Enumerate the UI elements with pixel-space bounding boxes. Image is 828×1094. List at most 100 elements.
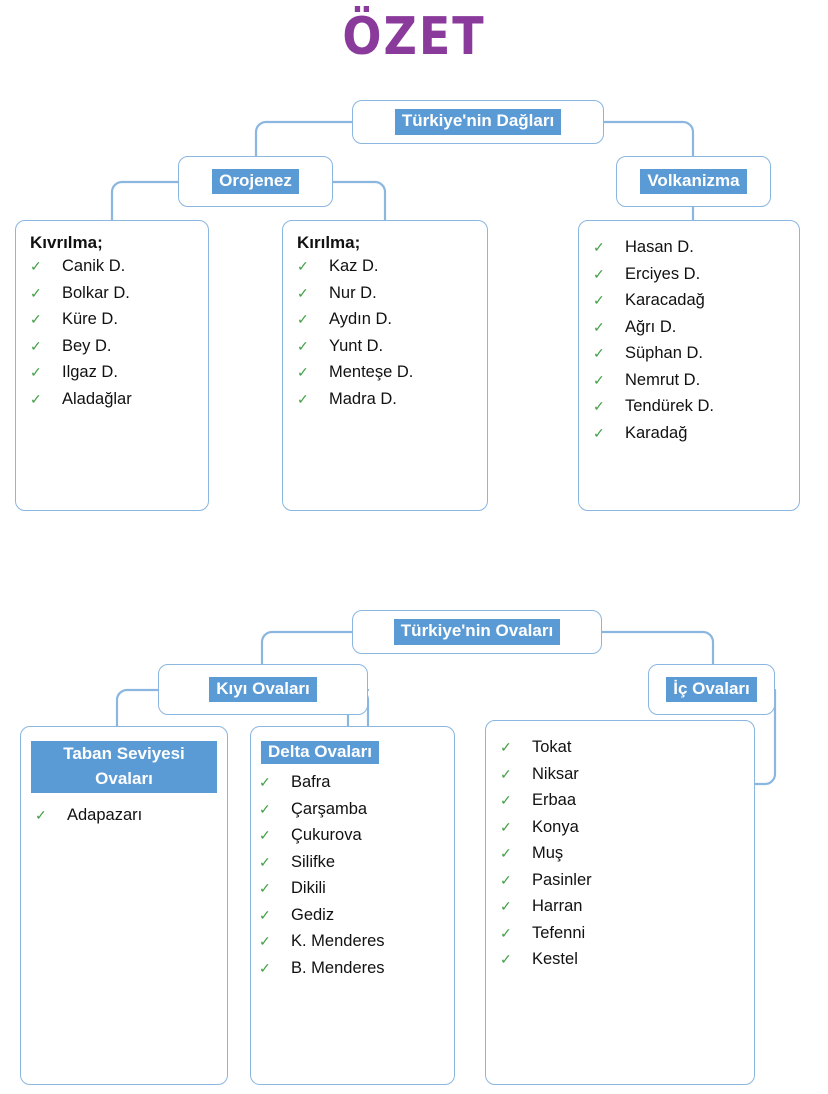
check-icon: ✓ xyxy=(297,337,309,354)
list-item: ✓ Bafra xyxy=(255,774,444,791)
check-icon: ✓ xyxy=(297,284,309,301)
list-item-label: Madra D. xyxy=(329,389,397,408)
list-item-label: Pasinler xyxy=(532,870,592,889)
list-item-label: Nemrut D. xyxy=(625,370,701,389)
list-item-label: Bolkar D. xyxy=(62,283,130,302)
connector-kiyi-to-taban xyxy=(115,688,160,728)
check-icon: ✓ xyxy=(259,827,271,843)
taban-items: ✓Adapazarı xyxy=(31,807,217,824)
node-delta-ovalari-list[interactable]: Delta Ovaları ✓Bafra✓Çarşamba✓Çukurova✓S… xyxy=(250,726,455,1085)
list-item-label: Tendürek D. xyxy=(625,397,714,415)
list-item-label: Yunt D. xyxy=(329,336,384,355)
list-item-label: Dikili xyxy=(291,879,326,897)
node-turkiyenin-ovalari[interactable]: Türkiye'nin Ovaları xyxy=(352,610,602,654)
list-item-label: Harran xyxy=(532,897,583,915)
list-item: ✓Hasan D. xyxy=(589,239,789,256)
list-item: ✓ Küre D. xyxy=(26,311,198,328)
kivrilma-items: ✓Canik D.✓Bolkar D.✓Küre D.✓Bey D.✓Ilgaz… xyxy=(26,258,198,407)
connector-orojenez-to-kirilma xyxy=(331,180,387,222)
list-item-label: Aladağlar xyxy=(62,389,132,408)
list-title: Kırılma; xyxy=(297,233,361,252)
node-kiyi-ovalari[interactable]: Kıyı Ovaları xyxy=(158,664,368,715)
check-icon: ✓ xyxy=(259,906,271,923)
list-item: ✓Adapazarı xyxy=(31,807,217,824)
list-item-label: Silifke xyxy=(291,852,336,871)
check-icon: ✓ xyxy=(593,398,605,414)
connector-root1-to-volkanizma xyxy=(602,120,695,158)
check-icon: ✓ xyxy=(30,390,42,407)
check-icon: ✓ xyxy=(30,284,42,301)
check-icon: ✓ xyxy=(593,345,605,361)
list-item-label: Hasan D. xyxy=(625,238,694,256)
list-title: Kıvrılma; xyxy=(30,233,103,252)
check-icon: ✓ xyxy=(35,807,47,824)
check-icon: ✓ xyxy=(259,853,271,870)
list-item: ✓Çukurova xyxy=(255,827,444,844)
list-item: ✓Erciyes D. xyxy=(589,264,789,283)
ic-items: ✓Tokat✓Niksar✓Erbaa✓Konya✓Muş✓Pasinler✓H… xyxy=(496,739,744,968)
list-item-label: Konya xyxy=(532,817,579,836)
check-icon: ✓ xyxy=(30,337,42,354)
volkanizma-items: ✓Hasan D.✓Erciyes D.✓Karacadağ✓Ağrı D.✓S… xyxy=(589,239,789,441)
node-kivrilma-list[interactable]: Kıvrılma; ✓Canik D.✓Bolkar D.✓Küre D.✓Be… xyxy=(15,220,209,511)
list-item: ✓ Nur D. xyxy=(293,283,477,302)
node-volkanizma[interactable]: Volkanizma xyxy=(616,156,771,207)
list-item: ✓Çarşamba xyxy=(255,800,444,818)
list-item: ✓Karacadağ xyxy=(589,292,789,309)
check-icon: ✓ xyxy=(500,765,512,782)
node-label: Türkiye'nin Ovaları xyxy=(393,619,561,645)
list-item-label: Tefenni xyxy=(532,923,586,942)
list-item: ✓ Konya xyxy=(496,817,744,836)
list-item: ✓ Tendürek D. xyxy=(589,398,789,415)
list-item-label: Gediz xyxy=(291,905,335,924)
list-item: ✓ Harran xyxy=(496,898,744,915)
check-icon: ✓ xyxy=(30,258,42,274)
node-label: Türkiye'nin Dağları xyxy=(394,109,562,135)
node-label: Volkanizma xyxy=(640,168,747,195)
check-icon: ✓ xyxy=(297,390,309,407)
list-item: ✓Canik D. xyxy=(26,258,198,275)
check-icon: ✓ xyxy=(500,898,512,914)
list-item-label: Küre D. xyxy=(62,310,118,328)
node-kirilma-list[interactable]: Kırılma; ✓Kaz D.✓Nur D.✓Aydın D.✓Yunt D.… xyxy=(282,220,488,511)
node-ic-ovalari-list[interactable]: ✓Tokat✓Niksar✓Erbaa✓Konya✓Muş✓Pasinler✓H… xyxy=(485,720,755,1085)
check-icon: ✓ xyxy=(30,311,42,327)
node-ic-ovalari[interactable]: İç Ovaları xyxy=(648,664,775,715)
node-orojenez[interactable]: Orojenez xyxy=(178,156,333,207)
check-icon: ✓ xyxy=(297,258,309,274)
delta-items: ✓Bafra✓Çarşamba✓Çukurova✓Silifke✓Dikili✓… xyxy=(255,774,444,976)
list-item-label: Kestel xyxy=(532,950,578,968)
list-item: ✓Tefenni xyxy=(496,923,744,942)
list-item-label: Bafra xyxy=(291,773,331,791)
check-icon: ✓ xyxy=(30,364,42,380)
check-icon: ✓ xyxy=(500,845,512,861)
list-item-label: Ilgaz D. xyxy=(62,363,118,381)
list-title: Taban Seviyesi Ovaları xyxy=(31,741,217,794)
node-volkanizma-list[interactable]: ✓Hasan D.✓Erciyes D.✓Karacadağ✓Ağrı D.✓S… xyxy=(578,220,800,511)
list-item: ✓ Silifke xyxy=(255,852,444,871)
list-item: ✓ Madra D. xyxy=(293,389,477,408)
list-item-label: Muş xyxy=(532,844,564,862)
node-taban-seviyesi-list[interactable]: Taban Seviyesi Ovaları ✓Adapazarı xyxy=(20,726,228,1085)
node-turkiyenin-daglari[interactable]: Türkiye'nin Dağları xyxy=(352,100,604,144)
list-item: ✓ Aladağlar xyxy=(26,389,198,408)
list-item-label: Bey D. xyxy=(62,336,112,355)
list-title: Delta Ovaları xyxy=(261,741,379,764)
list-item-label: Süphan D. xyxy=(625,344,703,362)
list-item-label: Kaz D. xyxy=(329,257,379,275)
check-icon: ✓ xyxy=(259,880,271,896)
check-icon: ✓ xyxy=(500,818,512,835)
check-icon: ✓ xyxy=(259,774,271,790)
list-item: ✓Aydın D. xyxy=(293,311,477,328)
connector-root1-to-orojenez xyxy=(254,120,354,158)
list-item-label: K. Menderes xyxy=(291,932,385,950)
list-item: ✓Niksar xyxy=(496,765,744,783)
list-item: ✓ Dikili xyxy=(255,880,444,897)
check-icon: ✓ xyxy=(259,933,271,949)
check-icon: ✓ xyxy=(297,364,309,380)
list-item-label: B. Menderes xyxy=(291,958,385,977)
list-item-label: Erciyes D. xyxy=(625,264,701,283)
list-item: ✓Pasinler xyxy=(496,870,744,889)
list-item-label: Nur D. xyxy=(329,283,377,302)
check-icon: ✓ xyxy=(297,311,309,327)
